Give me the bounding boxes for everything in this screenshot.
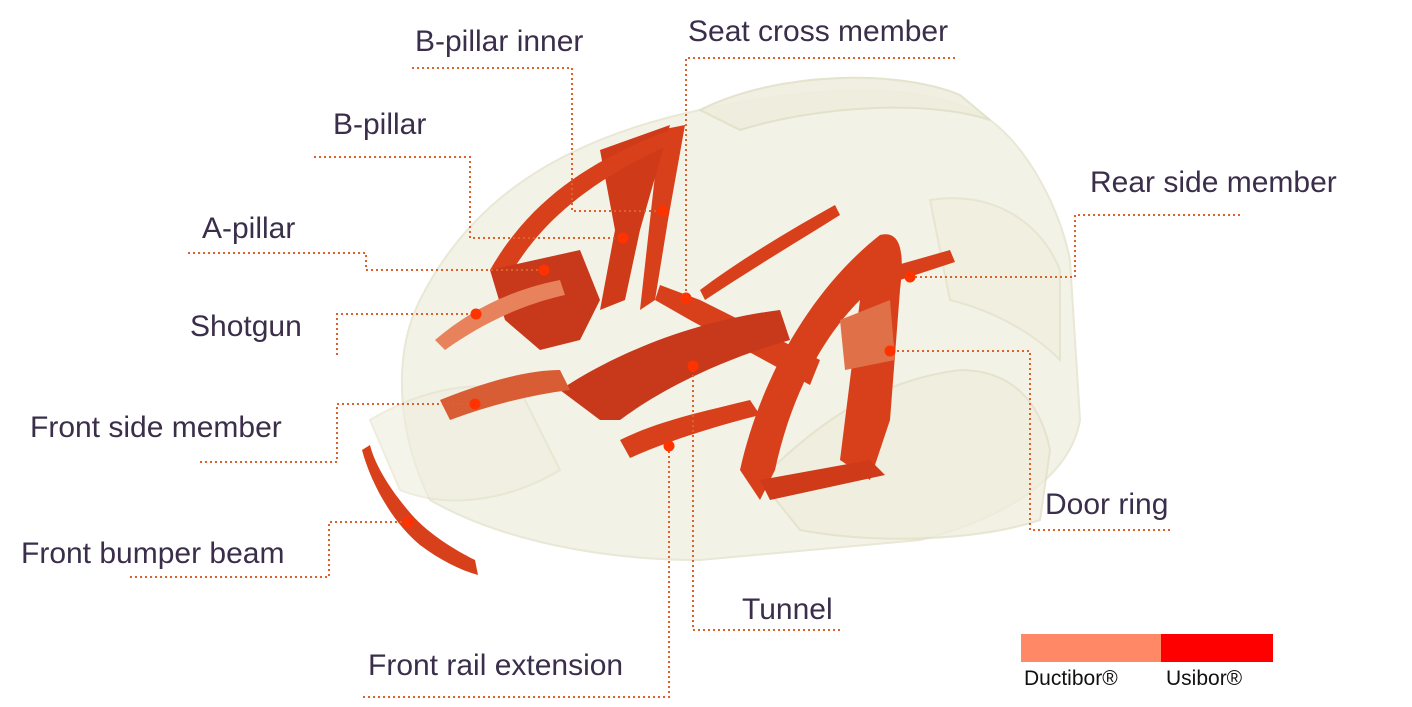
label-b-pillar-inner: B-pillar inner <box>415 25 584 58</box>
label-seat-cross-member: Seat cross member <box>688 15 949 48</box>
marker-rear-side-member <box>904 271 916 283</box>
rear-seat-member-part <box>700 205 840 300</box>
markers <box>402 205 916 528</box>
legend-swatch-ductibor <box>1021 634 1161 662</box>
marker-front-bumper-beam <box>402 516 414 528</box>
leader-rear-side-member <box>910 214 1240 278</box>
rear-side-member-lower-part <box>840 300 895 370</box>
door-ring-part <box>740 234 902 500</box>
leader-a-pillar <box>188 252 544 271</box>
marker-shotgun <box>470 308 482 320</box>
marker-door-ring <box>884 345 896 357</box>
label-front-rail-extension: Front rail extension <box>368 649 624 682</box>
legend-label-ductibor: Ductibor® <box>1024 667 1118 690</box>
label-door-ring: Door ring <box>1045 488 1169 521</box>
marker-front-rail-extension <box>663 440 675 452</box>
door-ring-lower-part <box>760 460 885 500</box>
structural-parts <box>362 125 955 575</box>
front-bumper-beam-part <box>362 445 478 575</box>
marker-seat-cross-member <box>680 292 692 304</box>
label-shotgun: Shotgun <box>190 310 302 343</box>
a-pillar-roof-part <box>490 130 680 275</box>
marker-front-side-member <box>469 398 481 410</box>
leader-door-ring <box>890 350 1170 531</box>
marker-b-pillar <box>617 232 629 244</box>
marker-b-pillar-inner <box>657 205 669 217</box>
marker-a-pillar <box>538 264 550 276</box>
rear-side-member-part <box>880 250 955 285</box>
front-rail-extension-part <box>620 400 760 458</box>
leader-front-rail-extension <box>363 446 670 698</box>
label-rear-side-member: Rear side member <box>1090 166 1337 199</box>
label-tunnel: Tunnel <box>742 593 833 626</box>
label-front-bumper-beam: Front bumper beam <box>21 537 285 570</box>
label-b-pillar: B-pillar <box>333 108 427 141</box>
shotgun-part <box>435 280 565 350</box>
leader-b-pillar-inner <box>412 67 663 212</box>
b-pillar-inner-part <box>640 125 685 310</box>
label-front-side-member: Front side member <box>30 411 282 444</box>
label-a-pillar: A-pillar <box>202 212 296 245</box>
legend-label-usibor: Usibor® <box>1166 667 1243 690</box>
marker-tunnel <box>687 360 699 372</box>
leader-tunnel <box>692 366 840 631</box>
leader-front-bumper-beam <box>130 521 408 578</box>
legend-swatch-usibor <box>1161 634 1273 662</box>
leader-b-pillar <box>314 156 623 239</box>
leader-lines <box>130 57 1240 698</box>
tunnel-part <box>560 310 790 420</box>
leader-shotgun <box>336 313 476 355</box>
leader-front-side-member <box>200 403 475 463</box>
